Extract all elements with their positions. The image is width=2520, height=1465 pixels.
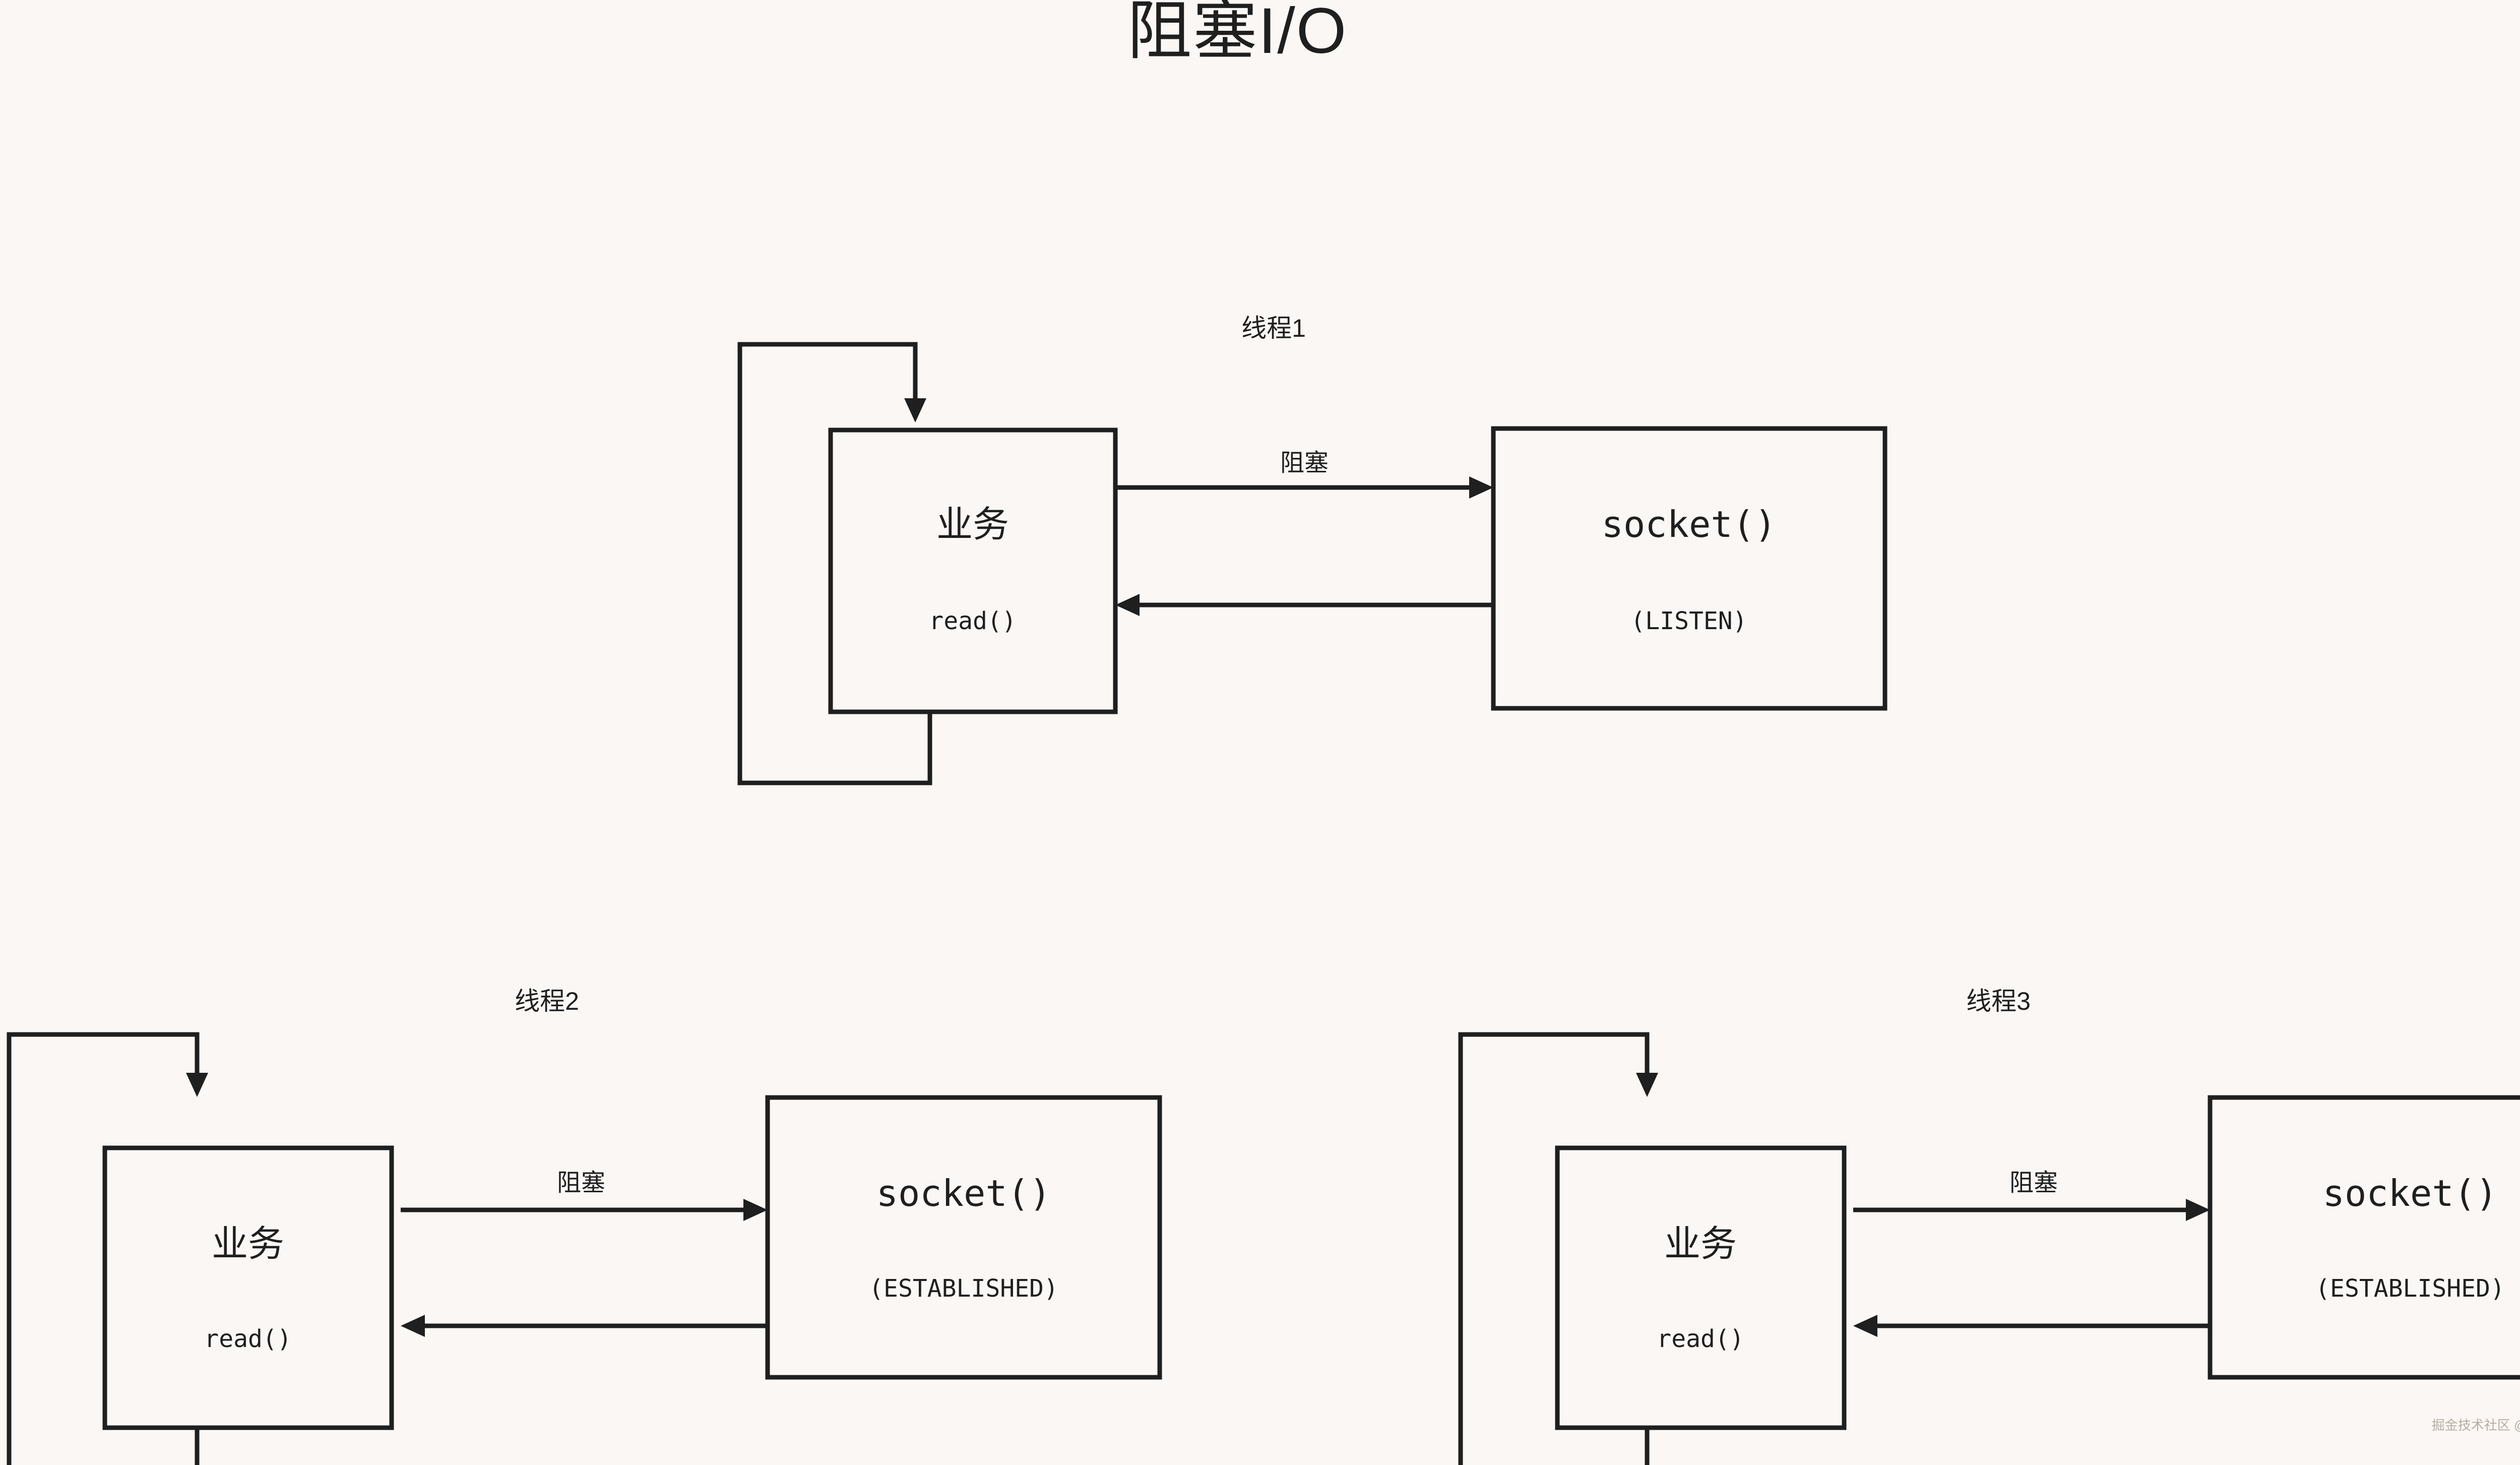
thread-3-forward-arrowhead-icon	[2186, 1199, 2210, 1221]
thread-1-socket-title: socket()	[1602, 503, 1777, 545]
thread-1-socket-state: (LISTEN)	[1630, 607, 1747, 635]
thread-3-loop-arrowhead-icon	[1636, 1073, 1658, 1097]
thread-3-group: 线程3 业务 read() 阻塞 socket() (ESTABLISHED)	[1458, 987, 2520, 1465]
thread-3-business-call: read()	[1657, 1325, 1744, 1353]
thread-2-socket-title: socket()	[876, 1172, 1051, 1214]
thread-2-return-arrowhead-icon	[401, 1315, 425, 1337]
thread-2-socket-state: (ESTABLISHED)	[869, 1274, 1058, 1303]
thread-3-loop-edge	[1458, 1032, 1650, 1465]
thread-2-business-box[interactable]	[102, 1145, 394, 1430]
thread-1-business-call: read()	[929, 607, 1016, 635]
thread-3-forward-edge-label: 阻塞	[2009, 1170, 2058, 1196]
thread-2-label: 线程2	[515, 987, 579, 1015]
thread-2-business-title: 业务	[212, 1224, 284, 1264]
thread-1-loop-edge	[737, 342, 932, 785]
thread-2-socket-box[interactable]	[765, 1095, 1162, 1380]
thread-1-label: 线程1	[1241, 314, 1306, 342]
thread-3-socket-title: socket()	[2323, 1172, 2498, 1214]
thread-3-label: 线程3	[1966, 987, 2031, 1015]
thread-1-forward-edge-label: 阻塞	[1280, 450, 1329, 476]
page-title: 阻塞I/O	[1127, 0, 1348, 67]
thread-1-return-arrowhead-icon	[1115, 594, 1140, 616]
thread-1-loop-arrowhead-icon	[904, 398, 926, 422]
thread-1-group: 线程1 业务 read() 阻塞 socket() (LISTEN)	[737, 314, 1887, 785]
thread-2-forward-edge-label: 阻塞	[557, 1170, 605, 1196]
thread-1-business-title: 业务	[936, 505, 1009, 545]
thread-1-socket-box[interactable]	[1491, 426, 1887, 711]
thread-3-business-box[interactable]	[1555, 1145, 1847, 1430]
thread-1-business-box[interactable]	[828, 428, 1118, 714]
watermark: 掘金技术社区 @ uccs	[2432, 1418, 2520, 1433]
thread-3-socket-state: (ESTABLISHED)	[2315, 1274, 2505, 1303]
thread-2-loop-edge	[7, 1032, 200, 1465]
thread-2-forward-arrowhead-icon	[743, 1199, 768, 1221]
thread-3-socket-box[interactable]	[2208, 1095, 2520, 1380]
thread-1-forward-arrowhead-icon	[1469, 476, 1493, 499]
thread-2-business-call: read()	[204, 1325, 291, 1353]
thread-3-return-arrowhead-icon	[1853, 1315, 1877, 1337]
thread-2-group: 线程2 业务 read() 阻塞 socket() (ESTABLISHED)	[7, 987, 1162, 1465]
thread-3-business-title: 业务	[1664, 1224, 1737, 1264]
thread-2-loop-arrowhead-icon	[186, 1073, 208, 1097]
